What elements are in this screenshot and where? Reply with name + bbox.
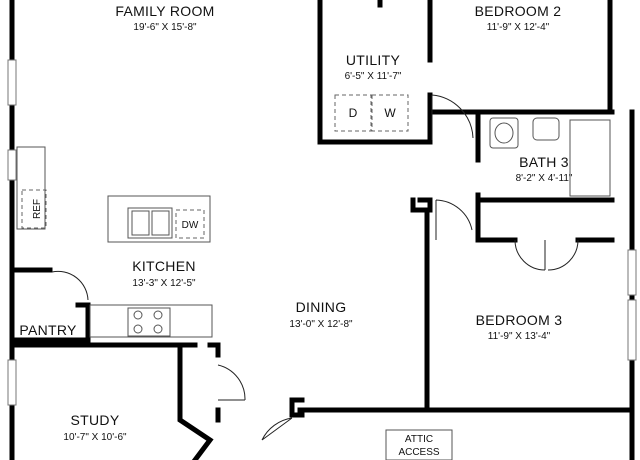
bath-3-dims: 8'-2" X 4'-11" bbox=[516, 173, 573, 184]
bedroom-3-name: BEDROOM 3 bbox=[476, 312, 563, 328]
dining-name: DINING bbox=[296, 299, 347, 315]
family-room-dims: 19'-6" X 15'-8" bbox=[133, 22, 197, 33]
bedroom-3-dims: 11'-9" X 13'-4" bbox=[488, 331, 551, 342]
refrigerator-label: REF bbox=[32, 199, 43, 219]
kitchen-dims: 13'-3" X 12'-5" bbox=[132, 278, 196, 289]
bath-3-name: BATH 3 bbox=[519, 154, 569, 170]
door-swings bbox=[51, 94, 579, 441]
attic-access-box bbox=[385, 429, 453, 460]
bath-fixtures bbox=[489, 117, 611, 197]
attic-access-line-2: ACCESS bbox=[398, 447, 439, 458]
family-room-name: FAMILY ROOM bbox=[115, 3, 214, 19]
washer-label: W bbox=[384, 106, 396, 120]
laundry-fixtures bbox=[334, 94, 409, 132]
attic-access-line-1: ATTIC bbox=[405, 434, 433, 445]
bath-walls bbox=[427, 109, 615, 243]
utility-name: UTILITY bbox=[346, 52, 401, 68]
pantry-name: PANTRY bbox=[19, 322, 77, 338]
study-dims: 10'-7" X 10'-6" bbox=[63, 432, 127, 443]
windows bbox=[7, 59, 637, 406]
bedroom-2-dims: 11'-9" X 12'-4" bbox=[487, 22, 550, 33]
utility-dims: 6'-5" X 11'-7" bbox=[345, 71, 402, 82]
dining-dims: 13'-0" X 12'-8" bbox=[289, 319, 353, 330]
interior-walls bbox=[9, 197, 635, 460]
kitchen-name: KITCHEN bbox=[132, 258, 196, 274]
study-name: STUDY bbox=[71, 412, 120, 428]
dryer-label: D bbox=[349, 106, 358, 120]
bedroom-2-name: BEDROOM 2 bbox=[475, 3, 562, 19]
utility-walls bbox=[317, 0, 433, 145]
kitchen-fixtures bbox=[16, 146, 213, 338]
dishwasher-label: DW bbox=[182, 220, 199, 231]
